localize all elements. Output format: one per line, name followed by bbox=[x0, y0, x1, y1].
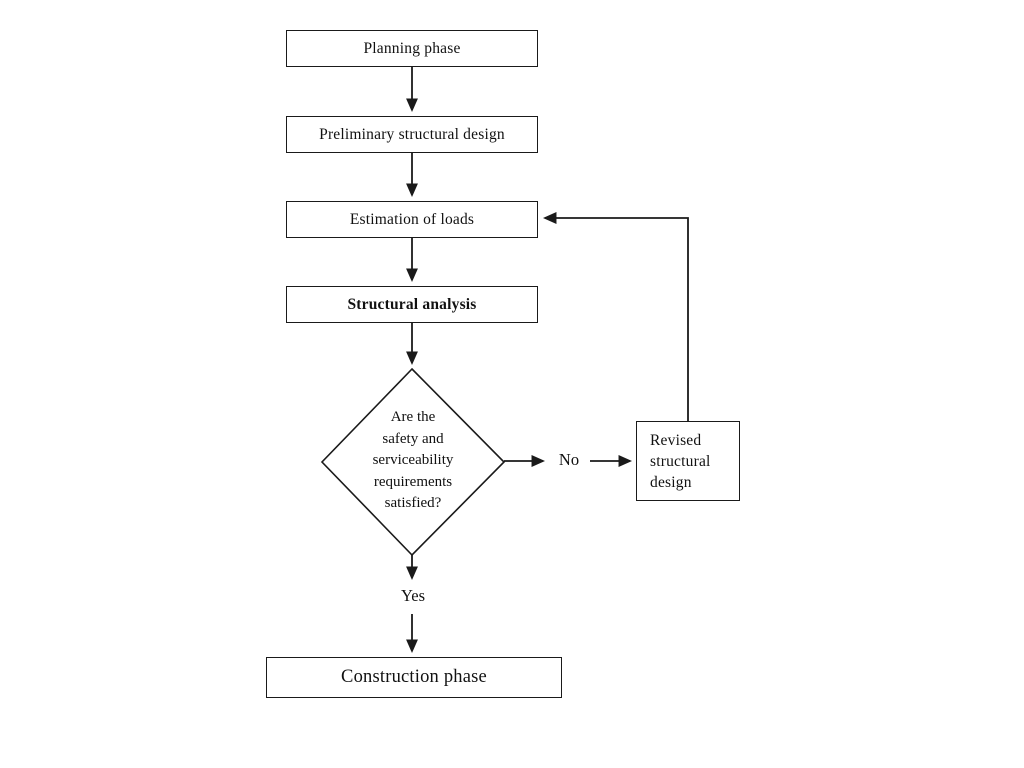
revised-line: Revised bbox=[650, 431, 702, 449]
node-estimation-label: Estimation of loads bbox=[349, 210, 475, 228]
node-planning-label: Planning phase bbox=[363, 39, 461, 57]
decision-line: Are the bbox=[390, 409, 436, 425]
node-planning-phase: Planning phase bbox=[286, 30, 538, 67]
node-construction-phase: Construction phase bbox=[266, 657, 562, 698]
revised-line: structural bbox=[650, 452, 711, 470]
node-estimation-of-loads: Estimation of loads bbox=[286, 201, 538, 238]
node-preliminary-label: Preliminary structural design bbox=[319, 125, 505, 143]
edge-label-no: No bbox=[558, 450, 580, 469]
node-construction-label: Construction phase bbox=[341, 667, 487, 687]
edge-label-yes: Yes bbox=[400, 586, 425, 605]
decision-line: safety and bbox=[382, 430, 444, 447]
node-preliminary-structural-design: Preliminary structural design bbox=[286, 116, 538, 153]
revised-line: design bbox=[650, 473, 692, 491]
decision-line: requirements bbox=[373, 473, 453, 490]
decision-question-text: Are the safety and serviceability requir… bbox=[347, 407, 479, 515]
decision-line: serviceability bbox=[372, 452, 454, 468]
decision-line: satisfied? bbox=[384, 495, 442, 511]
arrow-revised-to-estimation bbox=[542, 212, 689, 421]
node-analysis-label: Structural analysis bbox=[347, 295, 477, 313]
node-revised-structural-design: Revised structural design bbox=[636, 421, 740, 501]
node-structural-analysis: Structural analysis bbox=[286, 286, 538, 323]
